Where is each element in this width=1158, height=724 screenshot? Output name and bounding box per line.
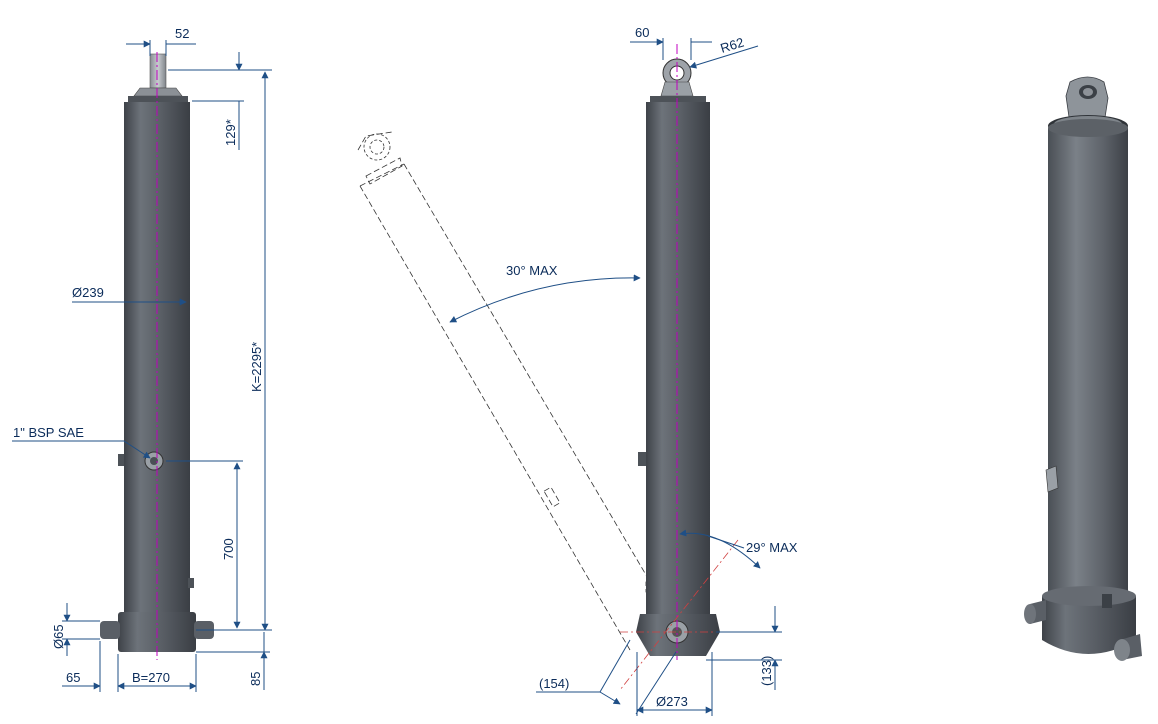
head-cap (133, 87, 183, 97)
angle-tilt: 30° MAX (506, 263, 558, 278)
rod (149, 53, 167, 89)
tilted-phantom (357, 131, 683, 651)
dim-rod-width: 52 (175, 26, 189, 41)
trunnion-left (100, 621, 120, 639)
dim-base-width: B=270 (132, 670, 170, 685)
cylinder-body-side (646, 102, 710, 614)
side-view: 60 R62 30° MAX 29° MAX (154) Ø273 (133) (357, 25, 798, 716)
dim-body-diameter: Ø239 (72, 285, 104, 300)
dim-base-height: 85 (248, 672, 263, 686)
iso-body (1048, 128, 1128, 596)
dim-pivot-offset: (154) (539, 676, 569, 691)
dim-eye-width: 60 (635, 25, 649, 40)
dim-port-height: 700 (221, 538, 236, 560)
dim-base-diameter: Ø273 (656, 694, 688, 709)
dim-base-height-side: (133) (759, 656, 774, 686)
front-view: 52 129* K=2295* Ø239 1" BSP SAE 700 Ø65 (12, 26, 272, 692)
dim-eye-radius: R62 (718, 35, 745, 56)
dim-overall-length: K=2295* (249, 342, 264, 392)
dim-trunnion-offset: 65 (66, 670, 80, 685)
iso-eye (1065, 76, 1109, 125)
angle-swing: 29° MAX (746, 540, 798, 555)
dim-trunnion-diameter: Ø65 (51, 624, 66, 649)
label-port: 1" BSP SAE (13, 425, 84, 440)
dim-top-height: 129* (223, 119, 238, 146)
isometric-view (1024, 76, 1142, 661)
